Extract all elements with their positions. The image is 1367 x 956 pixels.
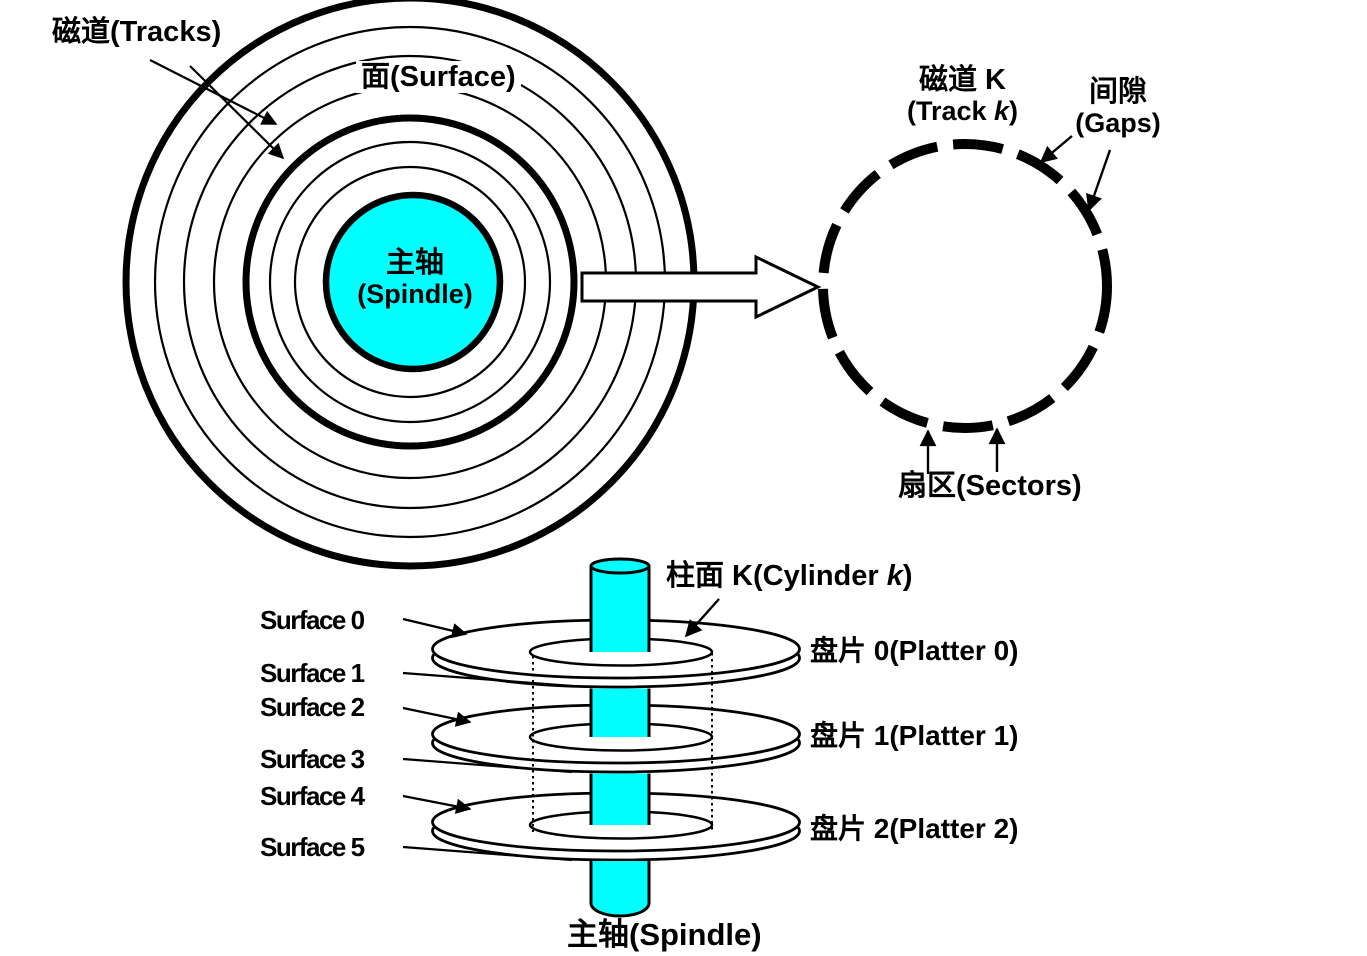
spindle-circle (322, 191, 504, 373)
track-circle (268, 140, 552, 424)
gaps-label-cn: 间隙 (1088, 76, 1147, 108)
surface-3-label: Surface 3 (260, 744, 365, 774)
surface-3-leader (402, 757, 573, 774)
spindle-rod-segment-mid-2 (589, 773, 651, 825)
surface-1-label: Surface 1 (260, 658, 365, 688)
surface-label: 面(Surface) (356, 61, 521, 94)
track-k-en-pre: (Track (906, 96, 995, 127)
surface-label-text: 面(Surface) (361, 61, 516, 93)
platter-1-text: 盘片 1(Platter 1) (810, 720, 1019, 751)
platter-1-label: 盘片 1(Platter 1) (810, 720, 1019, 751)
surface-2-text: Surface 2 (260, 692, 365, 722)
gap-arrow-2 (1086, 149, 1112, 212)
highlighted-track-circle (242, 114, 578, 450)
surface-5-label: Surface 5 (260, 832, 365, 862)
surface-4-label: Surface 4 (260, 781, 365, 811)
spindle-rod-top-cap (589, 557, 651, 575)
surface-0-text: Surface 0 (260, 605, 365, 635)
surface-5-text: Surface 5 (260, 832, 365, 862)
surface-0-label: Surface 0 (260, 605, 365, 635)
platter-top-view-graphic (122, 0, 698, 570)
cylinder-k-k: k (886, 560, 903, 592)
cylinder-k-post: ) (902, 560, 913, 592)
sectors-label-text: 扇区(Sectors) (898, 470, 1082, 502)
track-k-en-k: k (994, 96, 1010, 127)
tracks-leader-arrows (149, 59, 285, 160)
track-k-label: 磁道 K (Track k) (870, 64, 1055, 127)
surface-2-leader (402, 706, 472, 727)
platter-2-text: 盘片 2(Platter 2) (810, 813, 1019, 844)
platter-0-text: 盘片 0(Platter 0) (810, 635, 1019, 666)
cylinder-k-pre: 柱面 K(Cylinder (666, 560, 887, 592)
surface-2-label: Surface 2 (260, 692, 365, 722)
cylinder-k-arrow (684, 598, 720, 638)
surface-3-text: Surface 3 (260, 744, 365, 774)
tracks-label-text: 磁道(Tracks) (52, 16, 222, 48)
spindle-rod-segment-bottom (589, 861, 651, 918)
tracks-arrow-1 (149, 59, 278, 125)
tracks-arrow-2 (189, 65, 285, 160)
surface-4-leader (402, 794, 472, 814)
sectors-label: 扇区(Sectors) (898, 470, 1082, 502)
gaps-label: 间隙 (Gaps) (1068, 76, 1168, 139)
track-k-en-post: ) (1009, 96, 1019, 127)
platter-2-label: 盘片 2(Platter 2) (810, 813, 1019, 844)
spindle-bottom-label: 主轴(Spindle) (567, 917, 762, 953)
spindle-rod-segment-top (589, 557, 651, 652)
surface-leader-lines (402, 617, 573, 862)
gaps-leader-arrows (1039, 135, 1112, 212)
track-k-dashed-circle (818, 139, 1112, 433)
track-circle (293, 165, 527, 399)
zoom-out-arrow (580, 254, 822, 320)
track-k-label-cn: 磁道 K (918, 64, 1006, 96)
spindle-rod-segment-mid-1 (589, 688, 651, 737)
gaps-label-en: (Gaps) (1075, 108, 1161, 139)
spindle-top-label: 主轴 (Spindle) (330, 247, 500, 310)
surface-1-leader (402, 671, 573, 688)
gap-arrow-1 (1039, 135, 1073, 164)
surface-1-text: Surface 1 (260, 658, 365, 688)
surface-4-text: Surface 4 (260, 781, 365, 811)
sectors-leader-arrows (919, 427, 1006, 474)
spindle-bottom-text: 主轴(Spindle) (567, 917, 762, 952)
platter-0-label: 盘片 0(Platter 0) (810, 635, 1019, 666)
spindle-top-label-cn: 主轴 (385, 247, 444, 279)
surface-5-leader (402, 845, 573, 862)
cylinder-view-graphic (402, 557, 801, 918)
track-k-label-en: (Track k) (870, 96, 1055, 126)
cylinder-k-label: 柱面 K(Cylinder k) (666, 560, 913, 592)
spindle-top-label-en: (Spindle) (357, 279, 473, 310)
surface-0-leader (402, 617, 468, 639)
tracks-label: 磁道(Tracks) (52, 16, 221, 48)
